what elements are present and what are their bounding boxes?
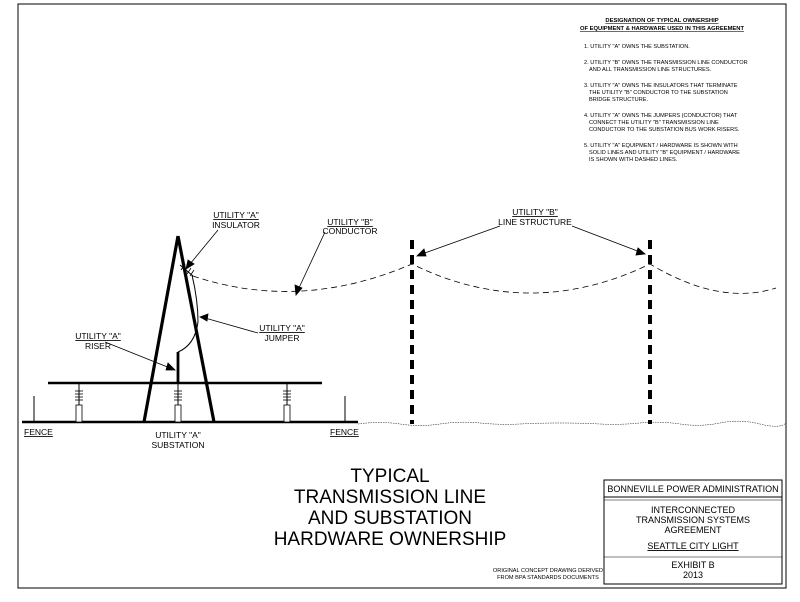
riser-arrowhead <box>165 362 176 371</box>
conductor-label: CONDUCTOR <box>322 226 377 236</box>
drawing-title-line4: HARDWARE OWNERSHIP <box>274 529 507 550</box>
conductor <box>192 263 777 294</box>
note-3-line3: BRIDGE STRUCTURE. <box>589 97 648 103</box>
title-block: BONNEVILLE POWER ADMINISTRATION INTERCON… <box>603 479 783 585</box>
line-structure-arrowhead-left <box>416 248 427 257</box>
insulator-label: INSULATOR <box>212 220 260 230</box>
jumper-label: JUMPER <box>265 333 300 343</box>
bus-support-right-base <box>283 404 291 423</box>
note-3-line2: THE UTILITY "B" CONDUCTOR TO THE SUBSTAT… <box>589 90 728 96</box>
note-5-line1: 5. UTILITY "A" EQUIPMENT / HARDWARE IS S… <box>584 143 738 149</box>
note-4-line3: CONDUCTOR TO THE SUBSTATION BUS WORK RIS… <box>589 127 740 133</box>
jumper-owner-label: UTILITY "A" <box>259 323 305 333</box>
source-note-line2: FROM BPA STANDARDS DOCUMENTS <box>497 575 599 581</box>
ground-line-field <box>357 421 787 427</box>
leaders <box>104 225 646 371</box>
organization-name: BONNEVILLE POWER ADMINISTRATION <box>607 484 778 494</box>
insulator-owner-label: UTILITY "A" <box>213 210 259 220</box>
substation-owner-label: UTILITY "A" <box>155 430 201 440</box>
line-structure-arrowhead-right <box>635 247 646 256</box>
conductor-owner-label: UTILITY "B" <box>327 217 373 227</box>
source-note-line1: ORIGINAL CONCEPT DRAWING DERIVED <box>493 568 603 574</box>
drawing-title-line1: TYPICAL <box>350 466 429 487</box>
ownership-notes: DESIGNATION OF TYPICAL OWNERSHIP OF EQUI… <box>580 18 748 163</box>
conductor-arrowhead <box>294 284 303 296</box>
agreement-line2: TRANSMISSION SYSTEMS <box>636 515 750 525</box>
insulator-arrowhead <box>185 259 195 270</box>
note-2-line1: 2. UTILITY "B" OWNS THE TRANSMISSION LIN… <box>584 60 748 66</box>
riser-owner-label: UTILITY "A" <box>75 331 121 341</box>
party-name: SEATTLE CITY LIGHT <box>647 541 739 551</box>
jumper <box>177 274 199 353</box>
note-4-line1: 4. UTILITY "A" OWNS THE JUMPERS (CONDUCT… <box>584 113 738 119</box>
bus-support-left-base <box>75 404 83 423</box>
agreement-line3: AGREEMENT <box>664 525 722 535</box>
note-4-line2: CONNECT THE UTILITY "B" TRANSMISSION LIN… <box>589 120 719 126</box>
insulator-disc <box>189 269 195 277</box>
drawing-title-line3: AND SUBSTATION <box>308 508 472 529</box>
note-1-line1: 1. UTILITY "A" OWNS THE SUBSTATION. <box>584 44 690 50</box>
sheet-border <box>17 3 787 589</box>
riser-leader <box>104 341 171 369</box>
exhibit-year: 2013 <box>683 570 703 580</box>
line-structure-owner-label: UTILITY "B" <box>512 207 558 217</box>
exhibit-label: EXHIBIT B <box>671 560 714 570</box>
note-2-line2: AND ALL TRANSMISSION LINE STRUCTURES. <box>589 67 712 73</box>
line-structure-leader-left <box>421 225 501 255</box>
fence-right-label: FENCE <box>330 427 359 437</box>
note-5-line2: SOLID LINES AND UTILITY "B" EQUIPMENT / … <box>589 150 740 156</box>
notes-heading-line2: OF EQUIPMENT & HARDWARE USED IN THIS AGR… <box>580 26 744 32</box>
insulator-disc <box>180 263 186 271</box>
jumper-arrowhead <box>199 313 209 322</box>
note-5-line3: IS SHOWN WITH DASHED LINES. <box>589 157 678 163</box>
notes-heading-line1: DESIGNATION OF TYPICAL OWNERSHIP <box>605 18 718 24</box>
transmission-line <box>192 240 777 424</box>
drawing-title-line2: TRANSMISSION LINE <box>294 487 486 508</box>
line-structure-label: LINE STRUCTURE <box>498 217 572 227</box>
insulator-leader <box>189 229 219 265</box>
conductor-leader <box>297 231 326 291</box>
agreement-line1: INTERCONNECTED <box>651 505 736 515</box>
a-frame-leg-right <box>176 235 216 423</box>
line-structure-leader-right <box>571 225 641 253</box>
substation <box>48 235 322 423</box>
substation-label: SUBSTATION <box>151 440 204 450</box>
fence-left-label: FENCE <box>24 427 53 437</box>
jumper-leader <box>204 317 259 334</box>
a-frame-leg-left <box>142 235 180 423</box>
note-3-line1: 3. UTILITY "A" OWNS THE INSULATORS THAT … <box>584 83 738 89</box>
insulator-disc <box>186 267 192 275</box>
riser-label: RISER <box>85 341 111 351</box>
bus-support-center-base <box>174 404 182 423</box>
